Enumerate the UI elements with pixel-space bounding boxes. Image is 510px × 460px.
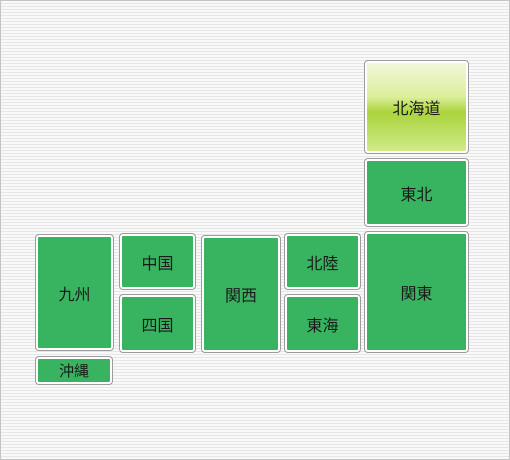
- region-tohoku-button[interactable]: 東北: [364, 158, 469, 227]
- region-chugoku-button[interactable]: 中国: [119, 233, 196, 290]
- region-hokuriku-button[interactable]: 北陸: [284, 233, 361, 290]
- region-kanto-button[interactable]: 関東: [364, 231, 469, 353]
- region-tokai-button[interactable]: 東海: [284, 294, 361, 353]
- region-shikoku-button[interactable]: 四国: [119, 294, 196, 353]
- region-hokkaido-button[interactable]: 北海道: [364, 60, 469, 154]
- region-kansai-button[interactable]: 関西: [201, 235, 281, 353]
- region-kyushu-button[interactable]: 九州: [35, 234, 114, 351]
- region-okinawa-button[interactable]: 沖縄: [35, 356, 113, 385]
